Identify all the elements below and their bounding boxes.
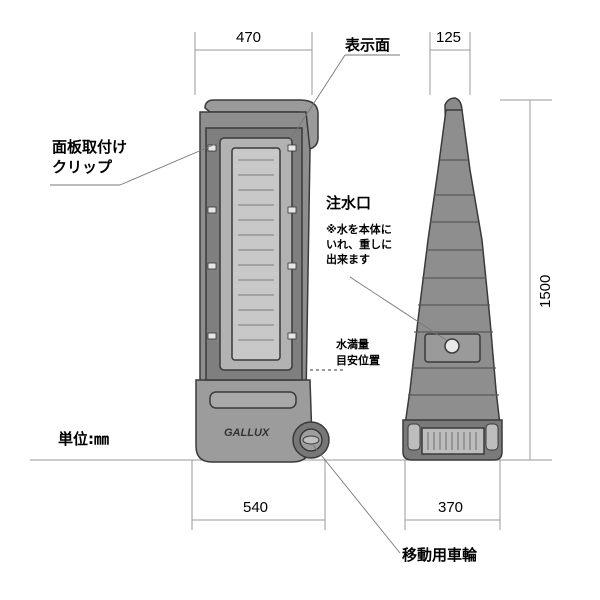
panel-clip: [207, 332, 217, 340]
dim-height: 1500: [537, 274, 554, 308]
base-grille: [427, 432, 477, 450]
brand-logo: GALLUX: [224, 427, 270, 439]
water-note-1: ※水を本体に: [326, 223, 392, 236]
water-level-1: 水満量: [336, 338, 369, 351]
side-wheels: [407, 423, 499, 451]
dim-base-side: 370: [438, 499, 464, 516]
panel-clip: [207, 206, 217, 214]
leader-lines: [50, 54, 447, 554]
panel-clip: [287, 262, 297, 270]
panel-ribs: [238, 159, 274, 341]
panel-clip: [287, 144, 297, 152]
water-inlet-label: 注水口: [326, 194, 372, 212]
front-view: [195, 99, 345, 463]
panel-clips: [207, 144, 297, 340]
unit-label: 単位:㎜: [58, 430, 109, 448]
water-note-3: 出来ます: [326, 253, 370, 266]
display-face-label: 表示面: [345, 36, 391, 54]
dim-base-front: 540: [243, 499, 269, 516]
panel-clip: [287, 206, 297, 214]
water-level-2: 目安位置: [336, 354, 380, 367]
panel-clip: [207, 144, 217, 152]
wheel-label: 移動用車輪: [402, 546, 478, 564]
side-view: [402, 97, 503, 461]
panel-clip: [207, 262, 217, 270]
panel-clip: [287, 332, 297, 340]
panel-clip-label-1: 面板取付け: [52, 138, 128, 156]
side-rings: [408, 159, 499, 396]
water-note-2: いれ、重しに: [326, 238, 393, 251]
dim-side-width: 125: [436, 29, 462, 46]
dim-front-width: 470: [236, 29, 262, 46]
panel-clip-label-2: クリップ: [52, 158, 113, 176]
